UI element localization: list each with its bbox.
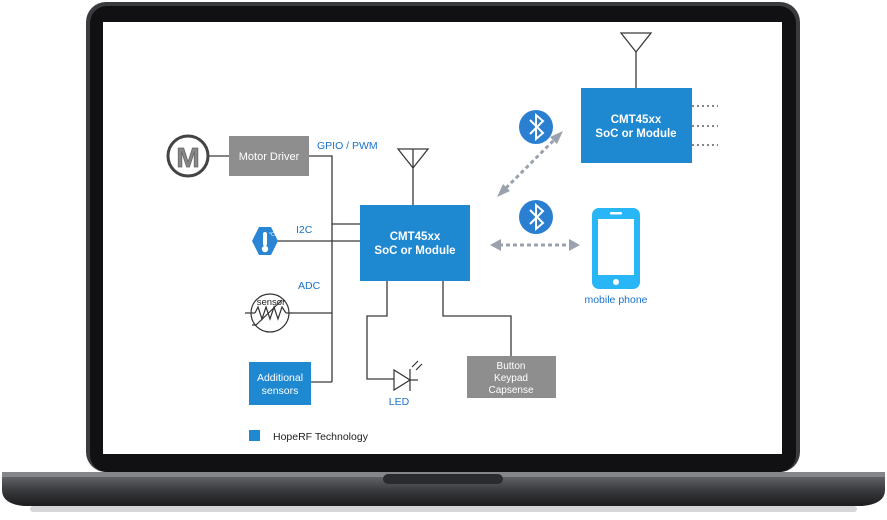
additional-sensors-line1: Additional: [257, 372, 303, 384]
main-soc-line1: CMT45xx: [390, 231, 441, 243]
thermometer-icon: °C: [252, 227, 278, 255]
bluetooth-icon: [519, 200, 553, 234]
additional-sensors-line2: sensors: [262, 385, 299, 397]
trackpad-notch: [383, 474, 503, 484]
antenna-icon: [619, 32, 653, 54]
motor-letter: M: [176, 142, 199, 173]
laptop-base: [2, 472, 885, 512]
antenna-icon: [396, 148, 430, 170]
remote-soc-outputs: [692, 105, 718, 146]
remote-soc-line2: SoC or Module: [595, 128, 676, 140]
motor-driver-label: Motor Driver: [239, 151, 300, 163]
motor-icon: M: [166, 134, 210, 178]
led-label: LED: [389, 396, 410, 408]
led-icon: [393, 360, 423, 392]
connection-lines: [209, 52, 637, 383]
main-soc-line2: SoC or Module: [374, 245, 455, 257]
adc-label: ADC: [298, 280, 321, 292]
gpio-pwm-label: GPIO / PWM: [317, 140, 378, 152]
bluetooth-icon: [519, 110, 553, 144]
bluetooth-link-arrows: [490, 131, 580, 251]
remote-soc-line1: CMT45xx: [611, 114, 662, 126]
smartphone-icon: [592, 208, 640, 289]
mobile-phone-label: mobile phone: [584, 294, 647, 306]
remote-soc-block: [581, 88, 692, 163]
motor-driver-block: [229, 136, 309, 176]
button-keypad-block: [467, 356, 556, 398]
thermistor-icon: [245, 293, 292, 333]
main-soc-block: [360, 205, 470, 281]
legend-swatch: [249, 430, 260, 441]
sensor-label: sensor: [257, 297, 286, 308]
legend-label: HopeRF Technology: [273, 431, 369, 443]
button-line3: Capsense: [488, 385, 533, 396]
button-line2: Keypad: [494, 373, 528, 384]
additional-sensors-block: [249, 362, 311, 405]
button-line1: Button: [497, 361, 526, 372]
i2c-label: I2C: [296, 224, 313, 236]
svg-text:°C: °C: [269, 232, 275, 238]
